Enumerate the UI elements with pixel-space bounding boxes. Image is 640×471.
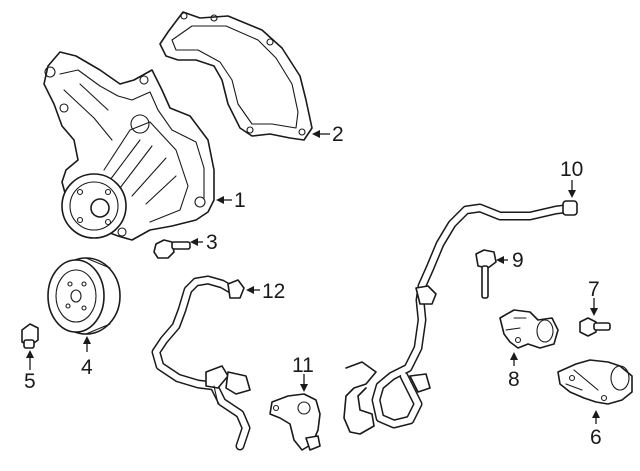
pulley: [47, 257, 121, 335]
callout-12: 12: [262, 280, 285, 303]
housing-bolt: [579, 317, 611, 337]
callout-1: 1: [234, 189, 246, 212]
water-pump: [43, 51, 215, 241]
callout-8: 8: [508, 368, 520, 391]
callout-arrows: [26, 130, 600, 424]
callout-4: 4: [81, 356, 93, 379]
thermostat-housing: [499, 309, 559, 349]
callout-9: 9: [512, 249, 524, 272]
callout-11: 11: [292, 354, 314, 377]
coolant-tube: [151, 275, 251, 451]
pump-bolt: [153, 239, 191, 259]
callout-6: 6: [590, 426, 602, 449]
gasket: [159, 11, 313, 141]
pulley-bolt: [21, 323, 39, 349]
stud: [475, 249, 497, 299]
callout-labels: 1 2 3 4 5 6 7 8 9 10 11 12: [24, 123, 602, 449]
callout-3: 3: [206, 231, 218, 254]
callout-2: 2: [332, 123, 344, 146]
heater-tube: [343, 200, 578, 435]
callout-10: 10: [560, 158, 583, 181]
callout-7: 7: [588, 278, 600, 301]
callout-5: 5: [24, 370, 36, 393]
outlet-housing: [557, 359, 633, 405]
bracket: [269, 393, 321, 451]
